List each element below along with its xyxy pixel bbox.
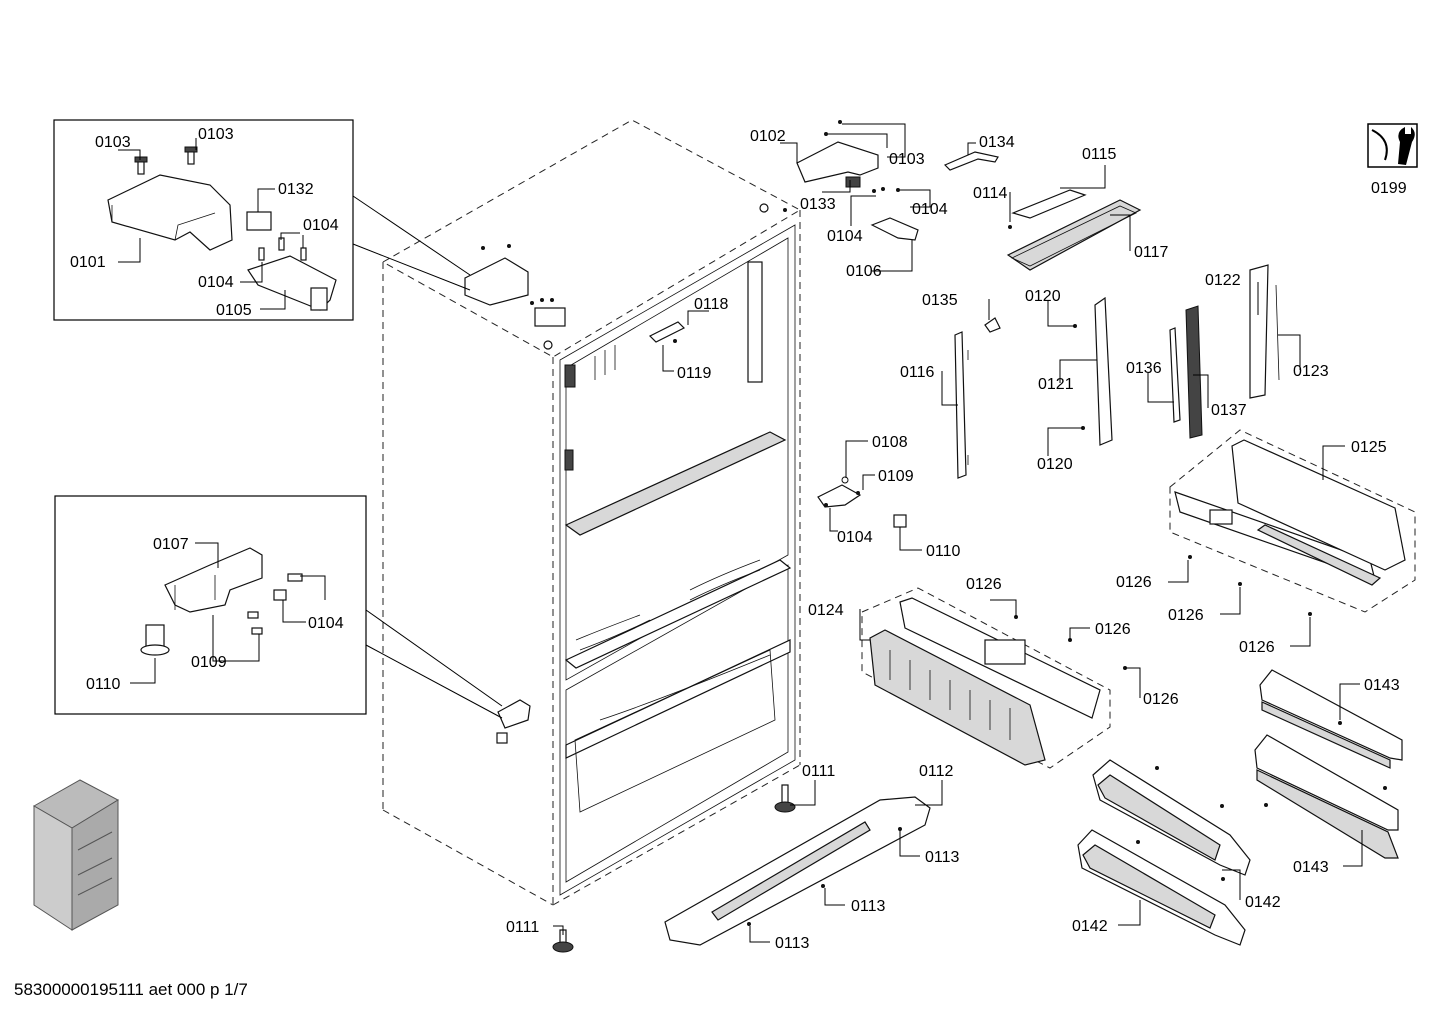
callout-0104: 0104 (303, 217, 339, 234)
callout-0124: 0124 (808, 602, 844, 619)
callout-0109: 0109 (878, 468, 914, 485)
callout-0104: 0104 (837, 529, 873, 546)
callout-0118: 0118 (694, 296, 729, 313)
drawer-covers (1077, 669, 1403, 946)
appliance-thumbnail-icon (32, 779, 120, 931)
callout-0126: 0126 (1168, 607, 1204, 624)
callout-0120: 0120 (1025, 288, 1061, 305)
callout-0136: 0136 (1126, 360, 1162, 377)
inset-top-hinge (53, 119, 471, 321)
callout-0116: 0116 (900, 364, 935, 381)
callout-0112: 0112 (919, 763, 954, 780)
callout-0102: 0102 (750, 128, 786, 145)
callout-0113: 0113 (925, 849, 960, 866)
callout-0126: 0126 (966, 576, 1002, 593)
callout-0126: 0126 (1095, 621, 1131, 638)
callout-0103: 0103 (889, 151, 925, 168)
callout-labels: 0103 0103 0101 0132 0104 0104 0105 0107 … (70, 126, 1407, 952)
upper-hinge-assembly (796, 120, 1142, 271)
callout-0142: 0142 (1072, 918, 1108, 935)
document-id: 58300000195111 aet 000 p 1/7 (14, 980, 248, 999)
callout-0104: 0104 (198, 274, 234, 291)
callout-0132: 0132 (278, 181, 314, 198)
callout-0104: 0104 (827, 228, 863, 245)
callout-0134: 0134 (979, 134, 1015, 151)
callout-0114: 0114 (973, 185, 1008, 202)
callout-0105: 0105 (216, 302, 252, 319)
leader-lines (118, 123, 1363, 943)
callout-0121: 0121 (1038, 376, 1074, 393)
callout-0119: 0119 (677, 365, 712, 382)
callout-0106: 0106 (846, 263, 882, 280)
callout-0111: 0111 (802, 763, 835, 780)
callout-0108: 0108 (872, 434, 908, 451)
callout-0133: 0133 (800, 196, 836, 213)
callout-0135: 0135 (922, 292, 958, 309)
drawer-rail-assembly (1169, 429, 1416, 616)
callout-0111: 0111 (506, 919, 539, 936)
callout-0115: 0115 (1082, 146, 1117, 163)
callout-0143: 0143 (1364, 677, 1400, 694)
callout-0110: 0110 (926, 543, 961, 560)
callout-0101: 0101 (70, 254, 106, 271)
callout-0117: 0117 (1134, 244, 1169, 261)
callout-0137: 0137 (1211, 402, 1247, 419)
callout-0126: 0126 (1116, 574, 1152, 591)
door-rails (648, 264, 1280, 528)
callout-0123: 0123 (1293, 363, 1329, 380)
callout-0120: 0120 (1037, 456, 1073, 473)
callout-0104: 0104 (912, 201, 948, 218)
toe-kick-grille (552, 784, 931, 953)
callout-0104: 0104 (308, 615, 344, 632)
callout-0107: 0107 (153, 536, 189, 553)
callout-0122: 0122 (1205, 272, 1241, 289)
callout-0143: 0143 (1293, 859, 1329, 876)
freezer-rail-assembly (861, 587, 1127, 769)
callout-0103: 0103 (95, 134, 131, 151)
callout-0113: 0113 (775, 935, 810, 952)
callout-0125: 0125 (1351, 439, 1387, 456)
callout-0110: 0110 (86, 676, 121, 693)
callout-0199: 0199 (1371, 180, 1407, 197)
callout-0113: 0113 (851, 898, 886, 915)
callout-0126: 0126 (1143, 691, 1179, 708)
callout-0142: 0142 (1245, 894, 1281, 911)
wrench-icon (1367, 123, 1418, 168)
callout-0126: 0126 (1239, 639, 1275, 656)
refrigerator-cabinet (381, 119, 802, 906)
callout-0103: 0103 (198, 126, 234, 143)
callout-0109: 0109 (191, 654, 227, 671)
inset-bottom-hinge (54, 495, 503, 719)
